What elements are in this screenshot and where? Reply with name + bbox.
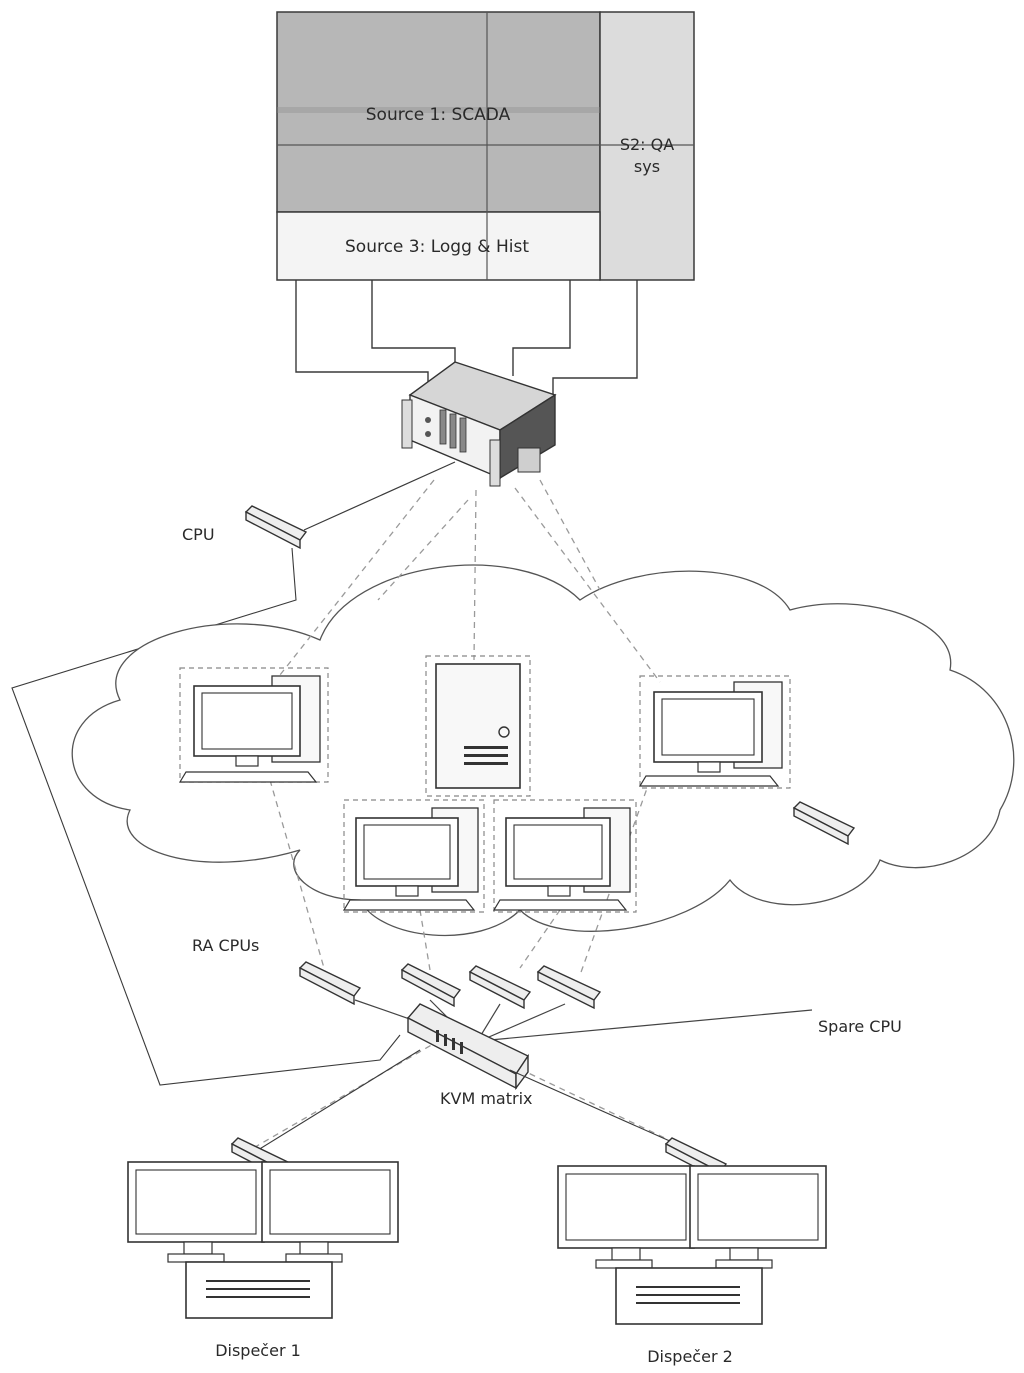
- dispatcher-1-label: Dispečer 1: [215, 1341, 301, 1360]
- workstation-top-left: [178, 667, 329, 783]
- dispatcher-2-label: Dispečer 2: [647, 1347, 733, 1366]
- source1-scada-area: [276, 11, 601, 213]
- source2-qa-area: [599, 11, 695, 281]
- workstation-bottom-left: [342, 799, 485, 913]
- spare-cpu: Spare CPU: [792, 801, 902, 1036]
- ra-region-outline: [11, 547, 401, 1086]
- kvm-matrix: KVM matrix: [406, 1003, 532, 1108]
- source2-label-line1: S2: QA: [620, 135, 674, 154]
- spare-cpu-label: Spare CPU: [818, 1017, 902, 1036]
- workstation-bottom-right: [492, 799, 637, 913]
- ra-cpu-2: [400, 963, 462, 1008]
- ra-cpus-label: RA CPUs: [192, 936, 259, 955]
- dispatcher-1-workstation: Dispečer 1: [127, 1137, 399, 1360]
- cpu-extender: CPU: [182, 461, 456, 550]
- source3-logg-area: [276, 211, 601, 281]
- ra-cpu-4: [536, 965, 602, 1010]
- kvm-matrix-label: KVM matrix: [440, 1089, 532, 1108]
- cpu-label: CPU: [182, 525, 215, 544]
- network-cloud: [71, 564, 1015, 937]
- dispatcher-2-workstation: Dispečer 2: [557, 1137, 827, 1366]
- source1-label: Source 1: SCADA: [366, 105, 511, 125]
- server-tower: [425, 655, 531, 797]
- ra-cpu-1: [298, 961, 362, 1006]
- workstation-top-right: [638, 675, 791, 789]
- source2-label-line2: sys: [634, 157, 660, 176]
- ra-cpu-3: [468, 965, 532, 1010]
- source3-label: Source 3: Logg & Hist: [345, 237, 529, 257]
- dispatcher-links: [257, 1049, 691, 1151]
- wall-controller-server: [401, 361, 557, 487]
- video-wall: Source 1: SCADA S2: QA sys Source 3: Log…: [276, 11, 695, 281]
